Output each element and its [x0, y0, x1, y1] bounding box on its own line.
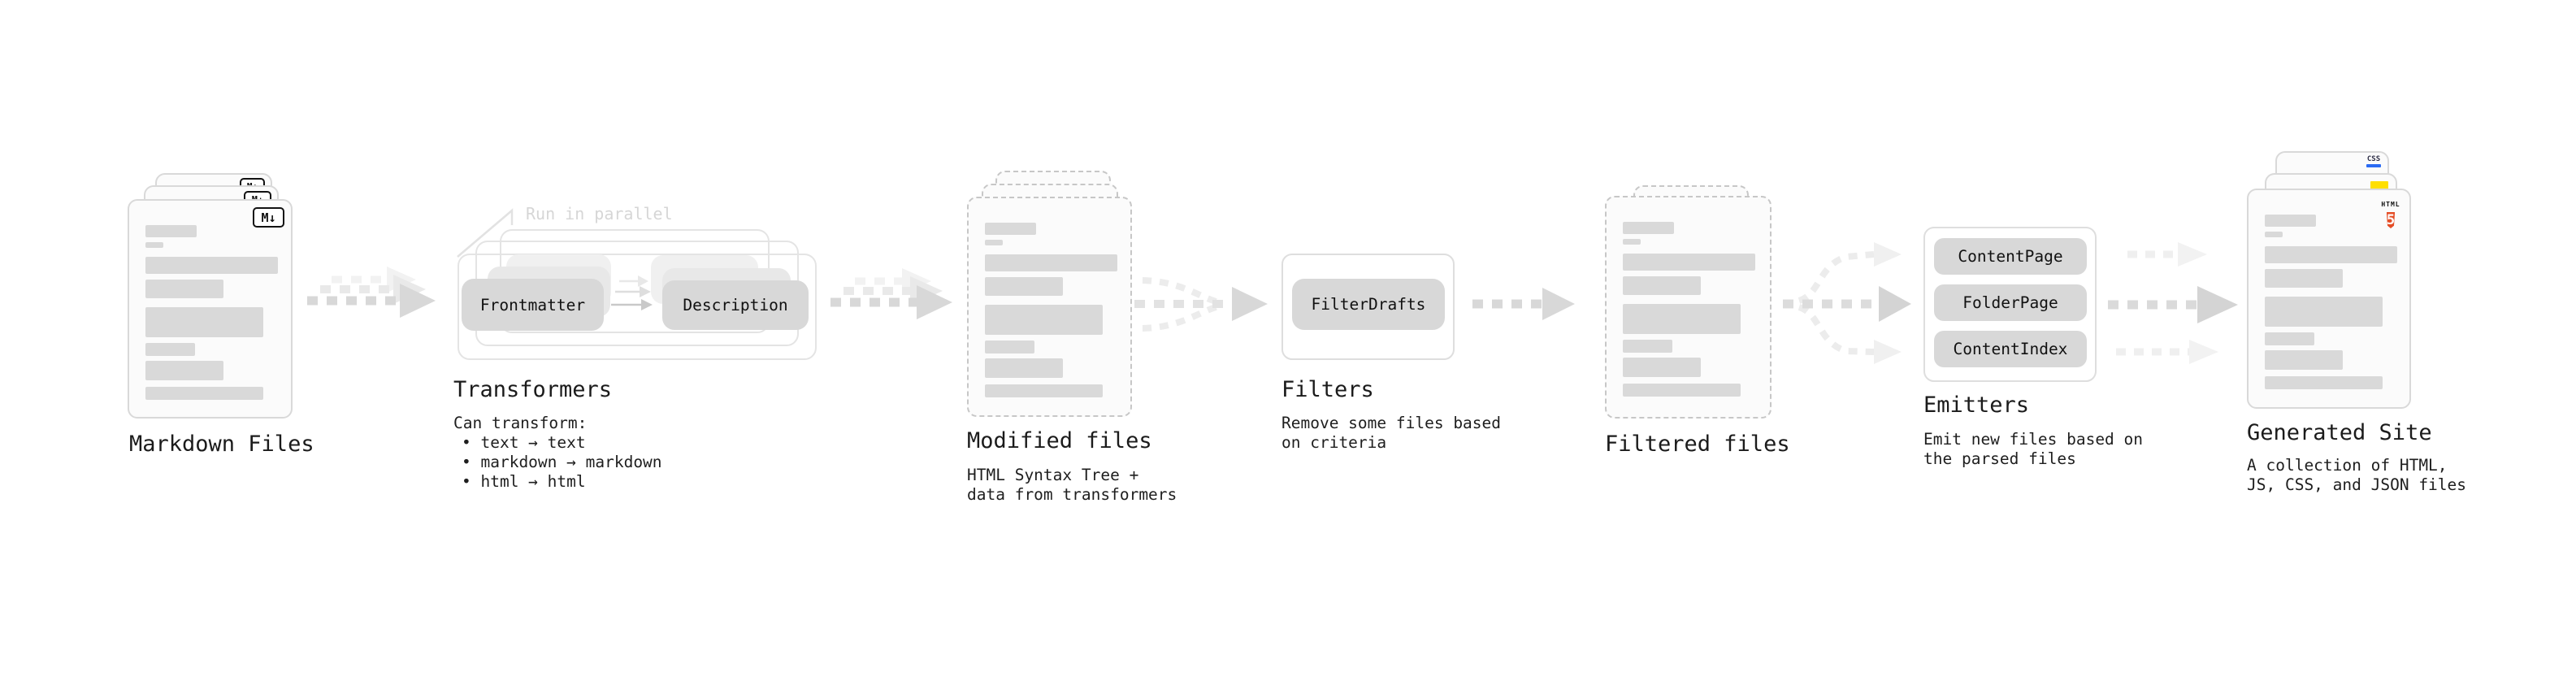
modified-files-desc: HTML Syntax Tree +: [967, 466, 1139, 484]
folderpage-plugin: FolderPage: [1934, 284, 2087, 321]
filters-title: Filters: [1281, 377, 1374, 402]
filtered-file-card: [1605, 196, 1772, 419]
arrow-emitters-to-generated: [2108, 242, 2238, 364]
modified-files-label: Modified files: [967, 428, 1152, 453]
description-plugin: Description: [662, 280, 809, 330]
transformers-title: Transformers: [453, 377, 613, 402]
modified-file-card: [967, 197, 1132, 417]
filters-box: [1281, 254, 1455, 360]
css-icon: CSS: [2366, 156, 2381, 167]
arrow-transformers-to-modified: [830, 268, 952, 319]
transformers-desc-heading: Can transform:: [453, 414, 588, 432]
emitters-desc: the parsed files: [1923, 449, 2076, 468]
filters-desc: Remove some files based: [1281, 414, 1502, 432]
arrow-filters-to-filtered: [1472, 288, 1575, 320]
html5-icon: HTML 5: [2381, 201, 2400, 228]
frontmatter-plugin: Frontmatter: [462, 279, 604, 331]
transformers-bullet: • html → html: [462, 472, 586, 491]
generated-html-card: HTML 5: [2247, 189, 2411, 409]
contentindex-plugin: ContentIndex: [1934, 331, 2087, 367]
run-in-parallel-label: Run in parallel: [526, 204, 673, 223]
transformers-bullet: • markdown → markdown: [462, 453, 662, 471]
transformers-bullet: • text → text: [462, 433, 586, 452]
arrow-markdown-to-transformers: [307, 267, 436, 318]
markdown-file-card: M↓: [128, 199, 293, 419]
markdown-files-label: Markdown Files: [129, 432, 314, 457]
generated-site-desc: JS, CSS, and JSON files: [2247, 475, 2467, 494]
modified-files-desc: data from transformers: [967, 485, 1177, 504]
generated-site-label: Generated Site: [2247, 420, 2432, 445]
arrow-filtered-to-emitters: [1783, 242, 1911, 364]
emitters-desc: Emit new files based on: [1923, 430, 2144, 449]
transformer-panel-front: [458, 254, 817, 360]
filters-desc: on criteria: [1281, 433, 1387, 452]
filtered-files-label: Filtered files: [1605, 432, 1790, 457]
filterdrafts-plugin: FilterDrafts: [1292, 279, 1445, 330]
generated-site-desc: A collection of HTML,: [2247, 456, 2448, 475]
markdown-icon: M↓: [253, 207, 284, 228]
emitters-box: [1923, 227, 2097, 382]
contentpage-plugin: ContentPage: [1934, 238, 2087, 275]
emitters-title: Emitters: [1923, 393, 2030, 418]
arrow-modified-to-filters: [1134, 277, 1268, 332]
